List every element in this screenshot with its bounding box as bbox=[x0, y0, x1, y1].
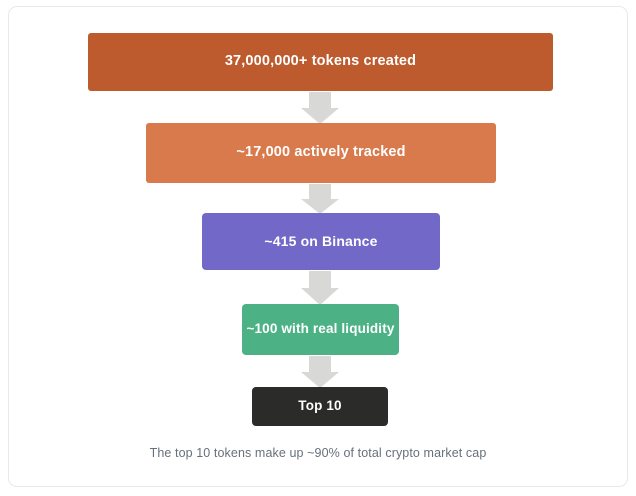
arrow-down-icon bbox=[301, 356, 339, 388]
arrow-down-icon bbox=[301, 184, 339, 214]
funnel-card: 37,000,000+ tokens created ~17,000 activ… bbox=[8, 6, 628, 487]
funnel-stage-4-label: ~100 with real liquidity bbox=[246, 321, 395, 337]
funnel-stage-3: ~415 on Binance bbox=[202, 213, 440, 270]
funnel-stage-3-label: ~415 on Binance bbox=[264, 233, 378, 250]
funnel-caption: The top 10 tokens make up ~90% of total … bbox=[149, 446, 487, 460]
funnel-diagram: 37,000,000+ tokens created ~17,000 activ… bbox=[9, 7, 627, 486]
funnel-stage-2: ~17,000 actively tracked bbox=[146, 123, 496, 183]
funnel-stage-4: ~100 with real liquidity bbox=[242, 304, 399, 355]
arrow-down-icon bbox=[301, 92, 339, 124]
funnel-stage-5-label: Top 10 bbox=[298, 398, 342, 414]
funnel-stage-2-label: ~17,000 actively tracked bbox=[236, 144, 406, 161]
funnel-stage-5: Top 10 bbox=[252, 387, 388, 426]
funnel-stage-1: 37,000,000+ tokens created bbox=[88, 33, 553, 91]
funnel-stage-1-label: 37,000,000+ tokens created bbox=[224, 53, 417, 70]
arrow-down-icon bbox=[301, 271, 339, 305]
